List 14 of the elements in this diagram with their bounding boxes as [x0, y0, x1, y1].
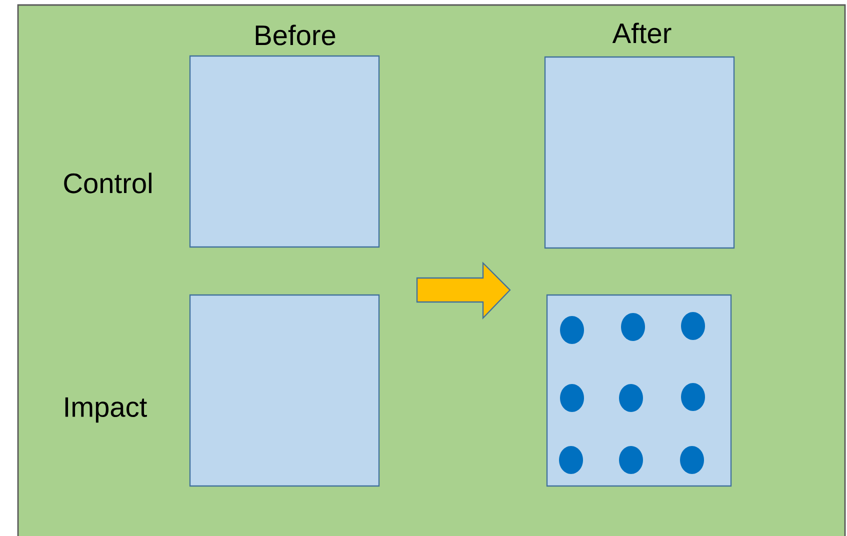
dot [560, 384, 584, 412]
dot [680, 446, 704, 474]
heading-label: Control [64, 172, 152, 194]
panel-box [189, 294, 380, 487]
dot [621, 313, 645, 341]
heading-label: Impact [65, 397, 147, 423]
dot [619, 446, 643, 474]
panel-box [544, 56, 735, 249]
dot [559, 446, 583, 474]
dot [681, 312, 705, 340]
dot [560, 316, 584, 344]
dot [619, 384, 643, 412]
panel-box [189, 55, 380, 248]
dot [681, 383, 705, 411]
